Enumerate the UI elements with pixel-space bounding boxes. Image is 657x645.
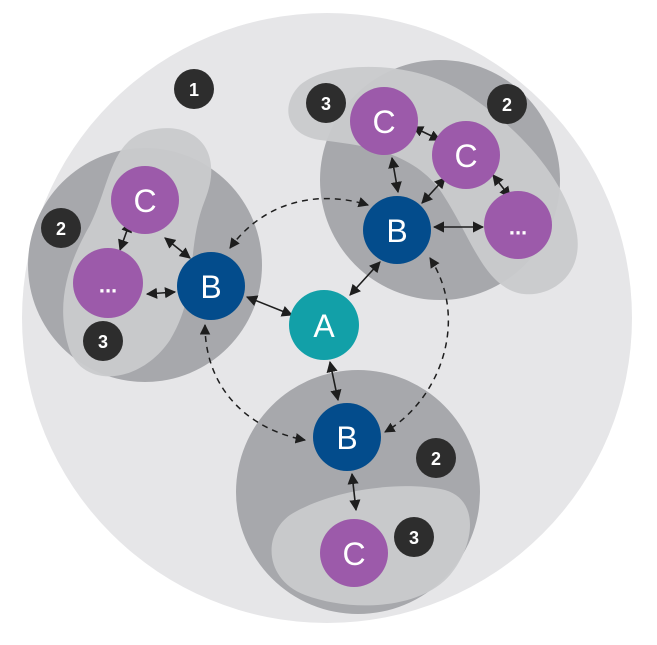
badge-top-right-group-level: 2 — [487, 84, 527, 124]
link-b-tr-c2 — [421, 177, 446, 204]
badge-left-inner-level: 3 — [83, 321, 123, 361]
badge-top-right-inner-level: 3 — [306, 83, 346, 123]
node-b-left: B — [177, 252, 245, 320]
dashed-link-top-right-bottom — [384, 257, 450, 433]
badge-left-group-level-label: 2 — [56, 219, 66, 239]
node-c-bottom-label: C — [342, 536, 365, 572]
dashed-link-left-top-right — [229, 197, 370, 249]
badge-outer-level: 1 — [174, 69, 214, 109]
node-a: A — [289, 290, 359, 360]
badge-bottom-inner-level-label: 3 — [409, 528, 419, 548]
node-b-bottom-label: B — [336, 420, 357, 456]
node-ellipsis-left: ... — [73, 248, 143, 318]
node-c-bottom: C — [320, 519, 388, 587]
badge-left-inner-level-label: 3 — [98, 332, 108, 352]
badge-top-right-group-level-label: 2 — [502, 95, 512, 115]
node-ellipsis-top-right-label: ... — [509, 215, 527, 240]
node-c-top-right-1: C — [350, 87, 418, 155]
node-c-top-right-2: C — [432, 121, 500, 189]
link-b-tr-c1 — [388, 156, 402, 194]
node-c-top-right-2-label: C — [454, 138, 477, 174]
link-b-left-ellipsis — [145, 287, 177, 299]
badge-outer-level-label: 1 — [189, 80, 199, 100]
link-a-b-left — [245, 295, 294, 317]
badge-bottom-inner-level: 3 — [394, 517, 434, 557]
badge-left-group-level: 2 — [41, 208, 81, 248]
node-ellipsis-top-right: ... — [484, 191, 552, 259]
node-c-left: C — [111, 166, 179, 234]
dashed-link-left-bottom — [199, 323, 307, 444]
link-b-bottom-c-bottom — [347, 472, 361, 512]
badge-bottom-group-level: 2 — [416, 438, 456, 478]
node-b-bottom: B — [313, 403, 381, 471]
node-a-label: A — [313, 308, 335, 344]
node-b-top-right-label: B — [386, 213, 407, 249]
link-b-left-c-left — [164, 237, 191, 259]
node-c-left-label: C — [133, 183, 156, 219]
node-ellipsis-left-label: ... — [99, 273, 117, 298]
link-c1-c2 — [411, 126, 442, 141]
link-a-b-top-right — [349, 261, 381, 296]
node-c-top-right-1-label: C — [372, 104, 395, 140]
badge-bottom-group-level-label: 2 — [431, 449, 441, 469]
node-b-left-label: B — [200, 269, 221, 305]
link-a-b-bottom — [326, 360, 342, 402]
badge-top-right-inner-level-label: 3 — [321, 94, 331, 114]
node-b-top-right: B — [363, 196, 431, 264]
